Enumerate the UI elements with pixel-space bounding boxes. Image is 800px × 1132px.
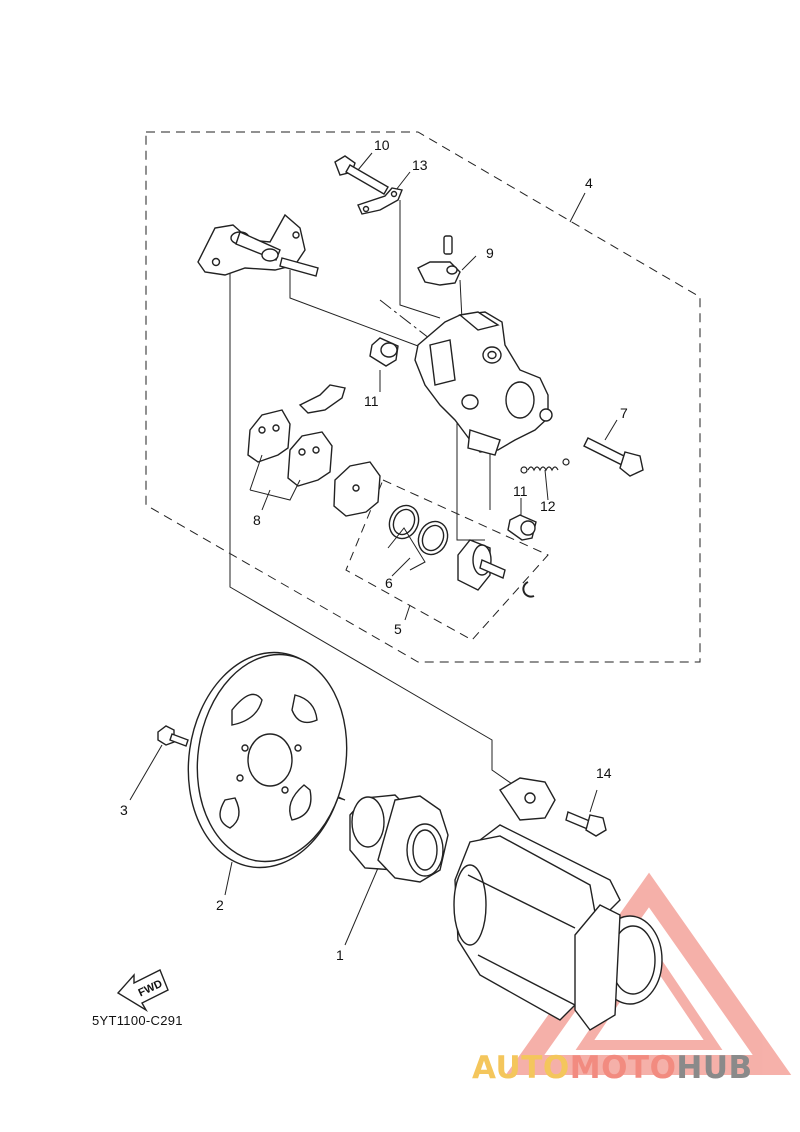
diagram-code: 5YT1100-C291: [92, 1013, 183, 1028]
callout-6: 6: [385, 575, 393, 591]
brake-pad-1: [247, 409, 291, 463]
circlip: [522, 581, 535, 598]
callout-5: 5: [394, 621, 402, 637]
disc-hub: [349, 794, 449, 883]
bolt-14: [565, 811, 607, 837]
callout-numbers: 1 2 3 4 5 6 7 8 9 10 11 11 12 13 14: [120, 137, 628, 963]
axle-housing: [453, 777, 663, 1031]
spring-12: [520, 458, 570, 474]
bolt-7: [583, 437, 644, 477]
pad-shim: [333, 461, 381, 517]
callout-9: 9: [486, 245, 494, 261]
callout-1: 1: [336, 947, 344, 963]
caliper-assembly-boundary: [145, 131, 701, 663]
bleed-screw-9: [417, 235, 461, 286]
pad-spring: [298, 384, 346, 414]
callout-2: 2: [216, 897, 224, 913]
callout-13: 13: [412, 157, 428, 173]
piston: [457, 539, 506, 591]
bushing-11-upper: [369, 337, 399, 367]
pad-pair-bracket: [249, 454, 301, 501]
callout-12: 12: [540, 498, 556, 514]
watermark-logo: AUTOMOTOHUB: [472, 1050, 753, 1086]
bolt-3: [157, 725, 189, 747]
piston-seals-6: [387, 504, 449, 571]
callout-11-lower: 11: [513, 483, 528, 499]
callout-10: 10: [374, 137, 390, 153]
lock-plate-13: [357, 187, 403, 215]
callout-3: 3: [120, 802, 128, 818]
caliper-body: [414, 311, 553, 456]
bushing-11-lower: [507, 514, 537, 541]
callout-11-upper: 11: [364, 393, 379, 409]
caliper-bracket: [197, 213, 319, 277]
brake-pad-2: [287, 431, 333, 487]
watermark-moto: MOTO: [569, 1050, 677, 1086]
callout-4: 4: [585, 175, 593, 191]
watermark-auto: AUTO: [472, 1050, 570, 1086]
watermark-hub: HUB: [676, 1050, 753, 1086]
callout-leaders: [129, 152, 618, 946]
callout-8: 8: [253, 512, 261, 528]
callout-14: 14: [596, 765, 612, 781]
fwd-arrow-icon: FWD: [116, 969, 169, 1013]
piston-kit-boundary: [345, 479, 549, 641]
brake-disc: [187, 651, 348, 869]
bolt-10: [334, 155, 389, 195]
callout-7: 7: [620, 405, 628, 421]
